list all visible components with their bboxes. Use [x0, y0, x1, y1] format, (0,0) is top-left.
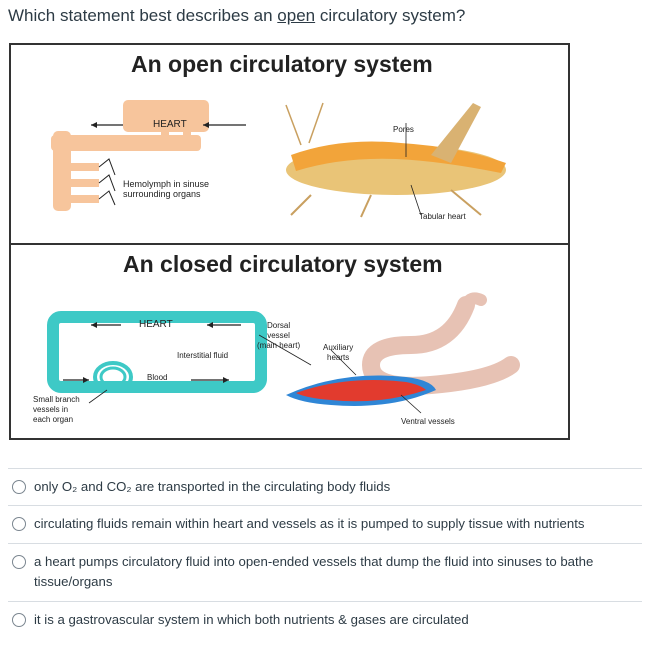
interstitial-fluid-label: Interstitial fluid: [177, 351, 229, 360]
auxiliary-hearts-label: Auxiliary hearts: [323, 343, 354, 362]
answer-option-4-text: it is a gastrovascular system in which b…: [34, 612, 469, 627]
closed-system-title: An closed circulatory system: [123, 251, 443, 277]
open-heart-label: HEART: [153, 119, 187, 130]
circulatory-figure: An open circulatory system An closed cir…: [9, 43, 570, 440]
option-separator: [8, 468, 642, 469]
figure-divider: [11, 243, 568, 245]
closed-system-diagram: [47, 311, 267, 404]
radio-button-3[interactable]: [12, 555, 26, 569]
answer-option-4[interactable]: it is a gastrovascular system in which b…: [12, 610, 637, 630]
answer-option-2[interactable]: circulating fluids remain within heart a…: [12, 514, 637, 534]
figure-illustration: [47, 100, 520, 414]
small-branch-label: Small branch vessels in each organ: [33, 395, 80, 424]
tubular-heart-label: Tabular heart: [419, 212, 466, 221]
answer-option-2-text: circulating fluids remain within heart a…: [34, 516, 585, 531]
question-suffix: circulatory system?: [315, 6, 466, 25]
question-keyword: open: [277, 6, 316, 25]
dorsal-vessel-label: Dorsal vessel (main heart): [257, 321, 301, 350]
ventral-vessels-label: Ventral vessels: [401, 417, 455, 426]
closed-heart-label: HEART: [139, 319, 173, 330]
question-text: Which statement best describes an open c…: [8, 6, 465, 26]
open-system-diagram: [51, 100, 246, 211]
pores-label: Pores: [393, 125, 414, 134]
answer-option-3-text: a heart pumps circulatory fluid into ope…: [34, 554, 594, 589]
answer-option-1[interactable]: only O₂ and CO₂ are transported in the c…: [12, 477, 637, 497]
option-separator: [8, 601, 642, 602]
answer-option-3[interactable]: a heart pumps circulatory fluid into ope…: [12, 552, 637, 592]
hemolymph-label: Hemolymph in sinuse surrounding organs: [123, 179, 210, 199]
radio-button-4[interactable]: [12, 613, 26, 627]
blood-label: Blood: [147, 373, 168, 382]
earthworm-illustration: [258, 292, 520, 414]
option-separator: [8, 505, 642, 506]
radio-button-1[interactable]: [12, 480, 26, 494]
grasshopper-illustration: [285, 102, 506, 218]
option-separator: [8, 543, 642, 544]
question-prefix: Which statement best describes an: [8, 6, 278, 25]
open-system-title: An open circulatory system: [131, 51, 433, 77]
answer-option-1-text: only O₂ and CO₂ are transported in the c…: [34, 479, 391, 494]
radio-button-2[interactable]: [12, 517, 26, 531]
